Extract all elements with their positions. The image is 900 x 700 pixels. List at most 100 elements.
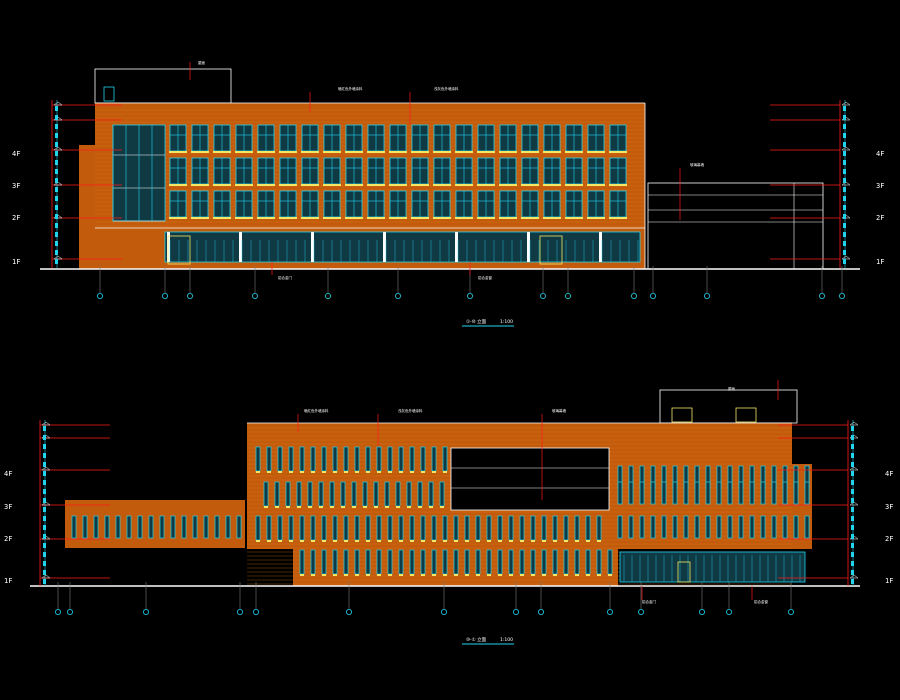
window-sill: [433, 184, 451, 186]
east-strip-window: [738, 481, 744, 505]
window-sill: [565, 217, 583, 219]
strip-window: [486, 515, 492, 541]
window-sill: [191, 217, 209, 219]
strip-window: [409, 549, 415, 575]
lower-right-tick: [851, 543, 854, 548]
lower-left-tick: [43, 462, 46, 467]
axis-bubble: [650, 292, 657, 299]
window-sill: [543, 151, 561, 153]
upper-left-tick: [55, 124, 58, 129]
strip-window: [453, 549, 459, 575]
window-sill: [279, 217, 297, 219]
strip-window-sill: [300, 574, 304, 576]
upper-right-tick: [843, 133, 846, 138]
window-sill: [191, 184, 209, 186]
window-sill: [521, 151, 539, 153]
east-strip-window: [694, 515, 700, 539]
strip-window: [442, 515, 448, 541]
strip-window-sill: [429, 506, 433, 508]
east-strip-window: [639, 515, 645, 539]
east-strip-window: [771, 515, 777, 539]
strip-window-sill: [454, 540, 458, 542]
strip-window-sill: [366, 471, 370, 473]
strip-window-sill: [341, 506, 345, 508]
storefront-column: [167, 232, 170, 262]
strip-window-sill: [531, 574, 535, 576]
strip-window: [373, 481, 379, 507]
east-strip-window: [727, 515, 733, 539]
strip-window-sill: [399, 574, 403, 576]
upper-left-tick: [55, 241, 58, 246]
south-axis-bubble: [440, 609, 447, 616]
strip-window: [351, 481, 357, 507]
strip-window: [398, 446, 404, 472]
strip-window: [508, 515, 514, 541]
strip-window: [574, 549, 580, 575]
window-sill: [389, 151, 407, 153]
strip-window: [277, 446, 283, 472]
strip-window: [453, 515, 459, 541]
lower-note-roof: 屋面: [728, 386, 736, 391]
upper-right-tick: [843, 124, 846, 129]
strip-window: [299, 515, 305, 541]
upper-right-tick: [843, 214, 846, 219]
strip-window-sill: [363, 506, 367, 508]
strip-window: [475, 549, 481, 575]
west-strip-window: [104, 515, 110, 539]
window-sill: [191, 151, 209, 153]
strip-window-sill: [575, 540, 579, 542]
axis-bubble: [186, 292, 193, 299]
strip-window-sill: [388, 574, 392, 576]
strip-window: [541, 515, 547, 541]
strip-window: [310, 446, 316, 472]
upper-right-tick: [843, 151, 846, 156]
east-strip-window: [683, 515, 689, 539]
storefront-column: [527, 232, 530, 262]
window-sill: [521, 184, 539, 186]
axis-bubble: [394, 292, 401, 299]
strip-window-sill: [410, 540, 414, 542]
strip-window-sill: [355, 574, 359, 576]
lower-right-tick: [851, 426, 854, 431]
window-sill: [301, 217, 319, 219]
strip-window: [530, 515, 536, 541]
strip-window: [431, 515, 437, 541]
strip-window-sill: [432, 471, 436, 473]
strip-window-sill: [377, 471, 381, 473]
upper-title-text: ①-⑩ 立面: [466, 318, 487, 325]
strip-window: [387, 549, 393, 575]
window-sill: [257, 184, 275, 186]
strip-window: [497, 549, 503, 575]
strip-window: [398, 549, 404, 575]
window-sill: [499, 151, 517, 153]
strip-window: [329, 481, 335, 507]
strip-window: [585, 549, 591, 575]
strip-window-sill: [333, 540, 337, 542]
south-axis-bubble: [538, 609, 545, 616]
strip-window: [387, 515, 393, 541]
window-sill: [477, 184, 495, 186]
west-strip-window: [192, 515, 198, 539]
strip-window-sill: [597, 574, 601, 576]
lower-left-level-3f: 3F: [4, 503, 12, 511]
south-axis-bubble: [726, 609, 733, 616]
window-sill: [455, 184, 473, 186]
strip-window: [439, 481, 445, 507]
east-strip-window: [628, 481, 634, 505]
window-sill: [367, 217, 385, 219]
strip-window: [310, 549, 316, 575]
strip-window-sill: [476, 574, 480, 576]
upper-left-tick: [55, 205, 58, 210]
window-sill: [433, 217, 451, 219]
east-strip-window: [705, 515, 711, 539]
strip-window-sill: [275, 506, 279, 508]
lower-right-tick: [851, 552, 854, 557]
east-strip-window: [628, 515, 634, 539]
lower-right-level-1f: 1F: [885, 577, 893, 585]
window-sill: [213, 184, 231, 186]
lower-right-tick: [851, 453, 854, 458]
lower-left-tick: [43, 543, 46, 548]
upper-right-level-1f: 1F: [876, 258, 884, 266]
strip-window-sill: [608, 574, 612, 576]
east-strip-window: [617, 515, 623, 539]
